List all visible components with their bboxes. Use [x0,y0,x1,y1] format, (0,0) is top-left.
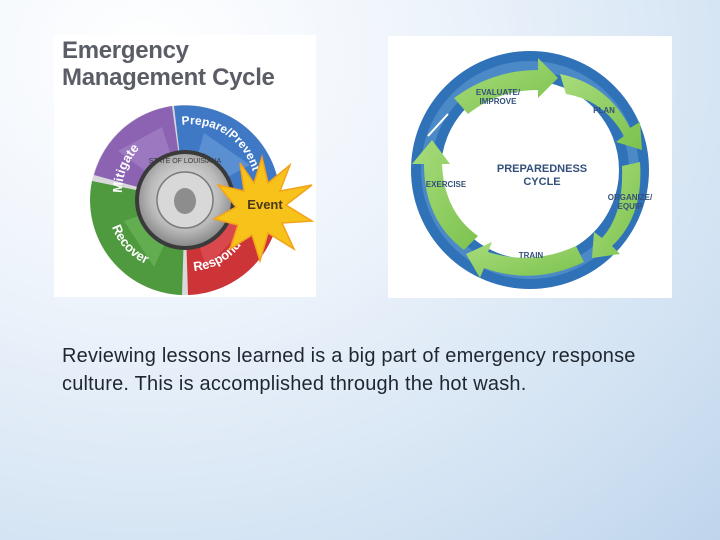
stage-plan: PLAN [593,106,615,115]
event-starburst-icon [211,154,315,264]
seal-text: STATE OF LOUISIANA [149,158,222,165]
stage-evaluate-line1: EVALUATE/ [476,88,521,97]
emergency-cycle-title: Emergency Management Cycle [62,37,275,91]
arrow-plan [560,74,642,150]
stage-evaluate-line2: IMPROVE [480,97,518,106]
stage-organize-line2: EQUIP [618,202,644,211]
preparedness-cycle-image: PREPAREDNESS CYCLE EVALUATE/ IMPROVE PLA… [388,36,672,298]
arrow-organize [592,162,641,258]
arrow-exercise [412,140,478,250]
slide-body-text: Reviewing lessons learned is a big part … [62,345,636,395]
notch-1 [427,113,449,137]
emergency-cycle-title-line2: Management Cycle [62,64,275,91]
center-label-line1: PREPAREDNESS [497,163,587,175]
seal-pelican-icon [174,188,196,214]
stage-exercise: EXERCISE [426,180,467,189]
center-circle [464,104,596,236]
center-label-line2: CYCLE [523,176,560,188]
event-label: Event [247,197,283,212]
arrow-train [466,242,584,278]
stage-train: TRAIN [519,251,544,260]
emergency-cycle-title-line1: Emergency [62,37,189,64]
emergency-management-cycle-image: Emergency Management Cycle [54,35,316,297]
emergency-cycle-diagram: STATE OF LOUISIANA Mitigate Prepare/Prev… [90,105,315,295]
stage-organize-line1: ORGANIZE/ [608,193,653,202]
arrow-evaluate [454,58,558,114]
preparedness-cycle-diagram: PREPAREDNESS CYCLE EVALUATE/ IMPROVE PLA… [411,51,653,289]
